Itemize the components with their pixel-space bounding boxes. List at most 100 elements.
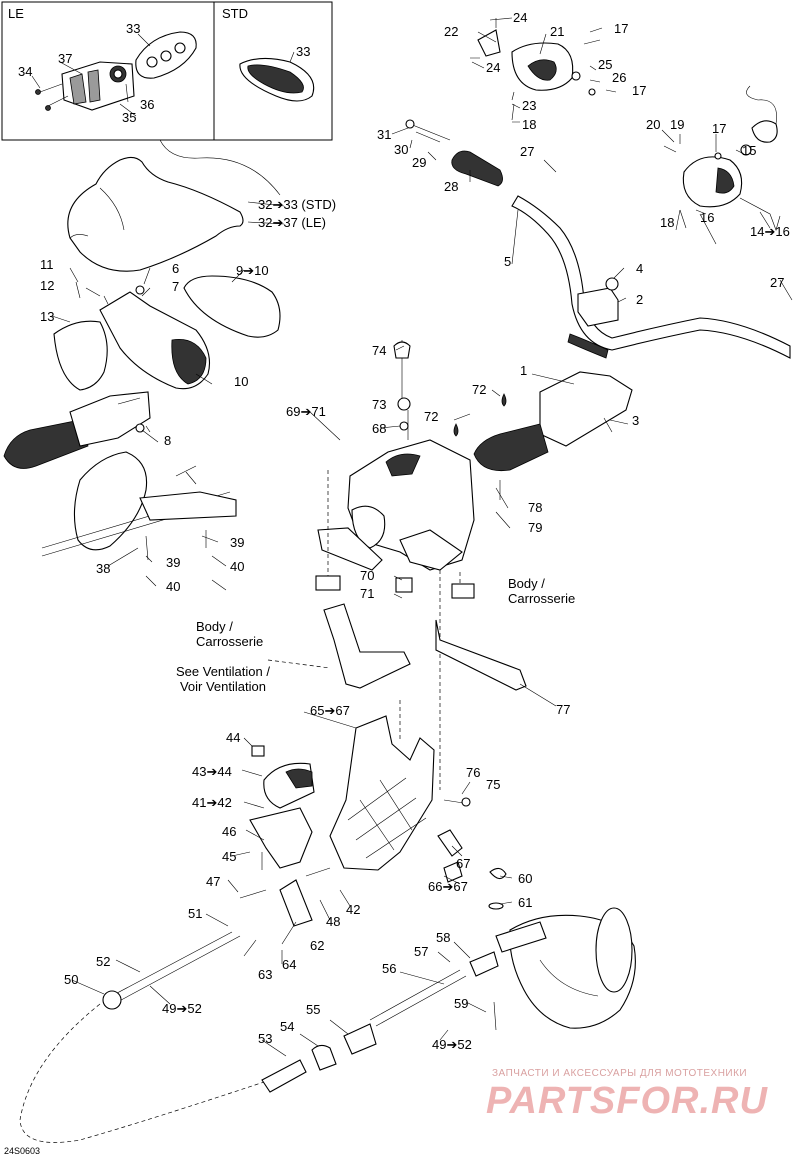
- callout-39b: 39: [230, 535, 245, 550]
- note-body-left: Body / Carrosserie: [196, 619, 264, 649]
- callout-77: 77: [556, 702, 571, 717]
- callout-48: 48: [326, 914, 341, 929]
- callout-68: 68: [372, 421, 387, 436]
- assembly-guides: [267, 470, 475, 790]
- steering-column-65: [329, 715, 435, 871]
- callout-21: 21: [550, 24, 565, 39]
- callout-37: 37: [58, 51, 73, 66]
- callout-15: 15: [742, 143, 757, 158]
- callout-19: 19: [670, 117, 685, 132]
- steering-nozzle: [488, 867, 636, 1031]
- upper-housing-13: [53, 281, 211, 391]
- callout-43-44: 43➔44: [192, 764, 232, 779]
- callout-62: 62: [310, 938, 325, 953]
- grease-drops: [453, 393, 507, 437]
- callout-29: 29: [412, 155, 427, 170]
- callout-51: 51: [188, 906, 203, 921]
- note-ventilation: See Ventilation / Voir Ventilation: [176, 664, 270, 694]
- callout-32-le: 32➔37 (LE): [258, 215, 326, 230]
- callout-58: 58: [436, 930, 451, 945]
- watermark-tagline: ЗАПЧАСТИ И АКСЕССУАРЫ ДЛЯ МОТОТЕХНИКИ: [492, 1068, 748, 1079]
- callout-79: 79: [528, 520, 543, 535]
- grip-28: [405, 119, 503, 187]
- inset-std-title: STD: [222, 6, 248, 21]
- callout-72b: 72: [424, 409, 439, 424]
- callout-23: 23: [522, 98, 537, 113]
- handlebar-5: [511, 195, 791, 359]
- diagram-reference: 24S0603: [4, 1146, 41, 1156]
- callout-49-52a: 49➔52: [162, 1001, 202, 1016]
- callout-30: 30: [394, 142, 409, 157]
- steering-support-69: [317, 340, 501, 571]
- callout-78: 78: [528, 500, 543, 515]
- callout-9-10: 9➔10: [236, 263, 269, 278]
- callout-47: 47: [206, 874, 221, 889]
- std-cover-33: [239, 57, 315, 102]
- le-cover-33: [135, 31, 197, 79]
- callout-49-52b: 49➔52: [432, 1037, 472, 1052]
- callout-26: 26: [612, 70, 627, 85]
- callout-4: 4: [636, 261, 644, 276]
- callout-71: 71: [360, 586, 375, 601]
- callout-54: 54: [280, 1019, 295, 1034]
- callout-46: 46: [222, 824, 237, 839]
- callout-14: 14➔16: [750, 224, 790, 239]
- callout-75: 75: [486, 777, 501, 792]
- callout-27b: 27: [770, 275, 785, 290]
- lower-shroud-38: [41, 451, 237, 561]
- callout-66-67: 66➔67: [428, 879, 468, 894]
- callout-24b: 24: [486, 60, 501, 75]
- leader-lines: [31, 17, 793, 1057]
- callout-3: 3: [632, 413, 640, 428]
- watermark-logo: PARTSFOR.RU: [486, 1080, 768, 1122]
- callout-63: 63: [258, 967, 273, 982]
- callout-6: 6: [172, 261, 180, 276]
- callout-60: 60: [518, 871, 533, 886]
- callout-61: 61: [518, 895, 533, 910]
- callout-38: 38: [96, 561, 111, 576]
- callout-74: 74: [372, 343, 387, 358]
- callout-25: 25: [598, 57, 613, 72]
- callout-72a: 72: [472, 382, 487, 397]
- bracket-77: [323, 603, 527, 691]
- callout-11: 11: [40, 257, 54, 272]
- callout-64: 64: [282, 957, 297, 972]
- callout-40a: 40: [230, 559, 245, 574]
- callout-10: 10: [234, 374, 249, 389]
- callout-22: 22: [444, 24, 459, 39]
- callout-56: 56: [382, 961, 397, 976]
- callout-2: 2: [636, 292, 644, 307]
- note-body-right: Body / Carrosserie: [508, 576, 576, 606]
- cable-support-41-44: [239, 745, 331, 927]
- callout-44: 44: [226, 730, 241, 745]
- callout-7: 7: [172, 279, 180, 294]
- callout-55: 55: [306, 1002, 321, 1017]
- callout-12: 12: [40, 278, 55, 293]
- callout-16: 16: [700, 210, 715, 225]
- cover-9-10: [183, 275, 281, 338]
- callout-8: 8: [164, 433, 172, 448]
- callout-69-71: 69➔71: [286, 404, 326, 419]
- callout-33b: 33: [296, 44, 311, 59]
- callout-45: 45: [222, 849, 237, 864]
- callout-27a: 27: [520, 144, 535, 159]
- throttle-housing-21: [470, 18, 601, 121]
- callout-33a: 33: [126, 21, 141, 36]
- callout-52: 52: [96, 954, 111, 969]
- callout-31: 31: [377, 127, 392, 142]
- right-switch-group: [663, 85, 781, 245]
- callout-28: 28: [444, 179, 459, 194]
- callout-73: 73: [372, 397, 387, 412]
- callout-1: 1: [520, 363, 528, 378]
- callout-36: 36: [140, 97, 155, 112]
- callout-17a: 17: [614, 21, 629, 36]
- callout-18a: 18: [522, 117, 537, 132]
- callout-40b: 40: [166, 579, 181, 594]
- callout-57: 57: [414, 944, 429, 959]
- steering-cable: [19, 931, 499, 1143]
- callout-70: 70: [360, 568, 375, 583]
- callout-50: 50: [64, 972, 79, 987]
- callout-24a: 24: [513, 10, 528, 25]
